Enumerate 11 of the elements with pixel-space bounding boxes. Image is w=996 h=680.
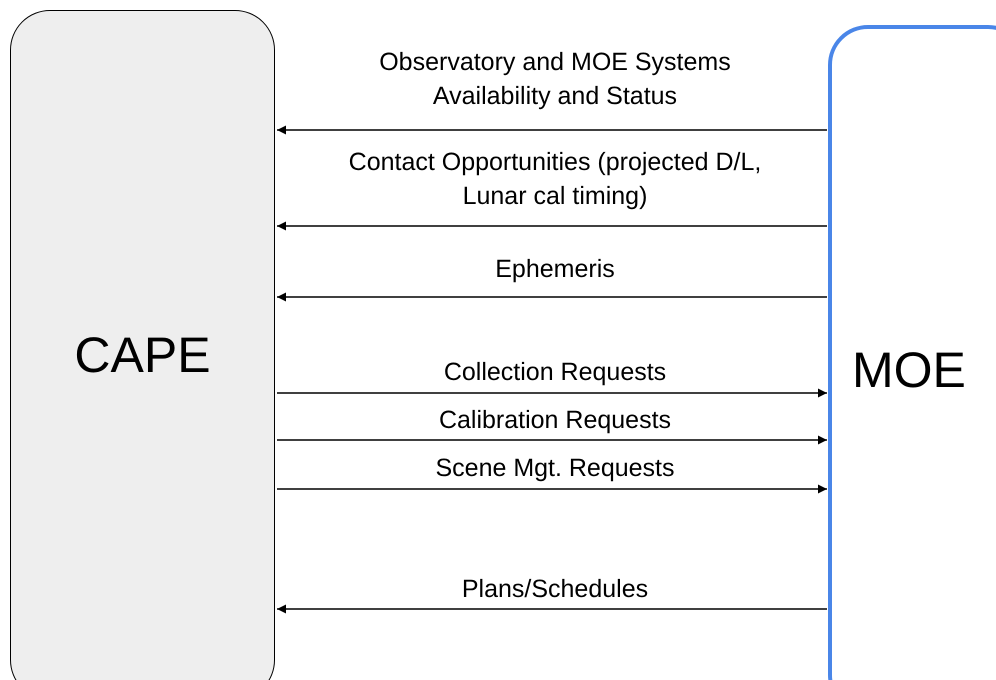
node-label: CAPE <box>74 326 211 384</box>
arrow <box>277 126 827 134</box>
node-label: MOE <box>852 341 966 399</box>
arrow <box>277 484 827 494</box>
arrow <box>277 388 827 398</box>
system-box <box>10 10 275 680</box>
arrow <box>277 604 827 614</box>
system-box <box>828 25 996 680</box>
arrow <box>277 436 827 444</box>
arrow <box>277 222 827 230</box>
arrow <box>277 292 827 302</box>
